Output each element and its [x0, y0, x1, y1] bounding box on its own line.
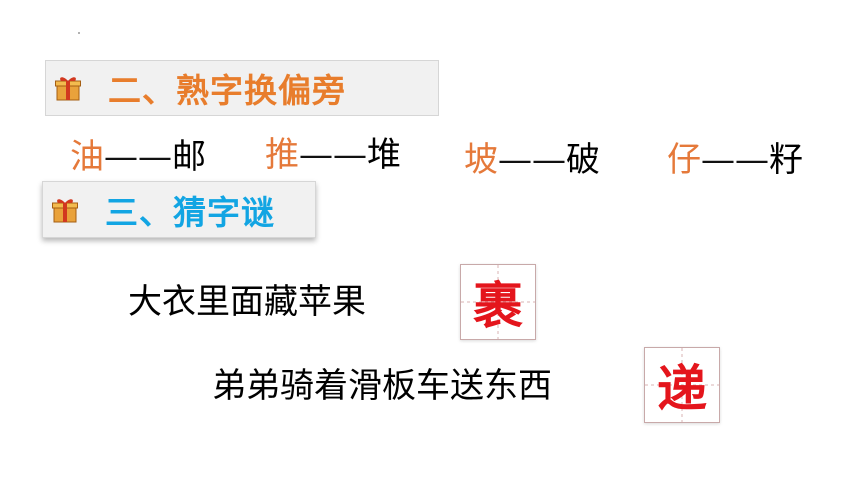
- pair-new-char: 籽: [769, 140, 803, 180]
- pair-dash: ——: [701, 140, 769, 180]
- section-title-2: 二、熟字换偏旁: [108, 71, 346, 110]
- pair-new-char: 破: [566, 140, 600, 180]
- riddle-answer-1: 裹: [473, 276, 523, 335]
- pair-item: 推——堆: [265, 135, 401, 175]
- section-header-3: 三、猜字谜: [42, 181, 316, 238]
- gift-box-icon: [52, 198, 78, 222]
- pair-dash: ——: [104, 137, 172, 177]
- pair-original-char: 推: [265, 135, 299, 175]
- riddle-answer-2: 递: [657, 359, 707, 418]
- riddle-clue-1: 大衣里面藏苹果: [128, 282, 366, 322]
- pair-original-char: 仔: [667, 140, 701, 180]
- pair-dash: ——: [299, 135, 367, 175]
- pair-original-char: 油: [70, 137, 104, 177]
- pair-dash: ——: [498, 140, 566, 180]
- answer-grid-box-1: 裹: [460, 264, 536, 340]
- section-title-3: 三、猜字谜: [105, 192, 275, 232]
- pair-item: 油——邮: [70, 137, 206, 177]
- gift-box-icon: [55, 77, 81, 101]
- answer-grid-box-2: 递: [644, 347, 720, 423]
- pair-new-char: 堆: [367, 135, 401, 175]
- pair-original-char: 坡: [464, 140, 498, 180]
- pair-item: 仔——籽: [667, 140, 803, 180]
- grid-guide-lines: [645, 348, 719, 422]
- grid-guide-lines: [461, 265, 535, 339]
- pair-item: 坡——破: [464, 140, 600, 180]
- riddle-clue-2: 弟弟骑着滑板车送东西: [212, 366, 552, 406]
- decorative-dot: [78, 32, 80, 34]
- section-header-2: 二、熟字换偏旁: [45, 60, 439, 116]
- pair-new-char: 邮: [172, 137, 206, 177]
